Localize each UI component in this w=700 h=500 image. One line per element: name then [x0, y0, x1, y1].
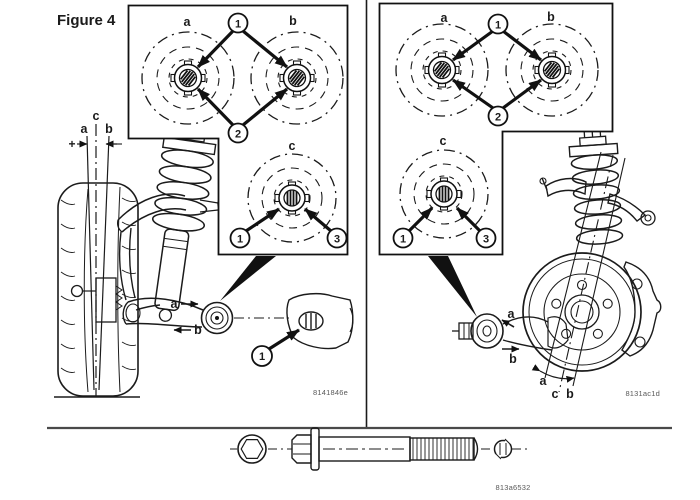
lug-hole	[561, 328, 572, 339]
callout-badge-1-c-left: 1	[229, 207, 280, 249]
cam-diagram-c-left: c 1 3	[229, 139, 348, 249]
retainer-nut	[493, 438, 513, 460]
callout-badge-2-left: 2	[196, 87, 289, 144]
lower-control-arm-left: a b	[122, 297, 289, 337]
part-code-bolt: 813a6532	[496, 483, 531, 492]
cam-inset-box-left: a b 1 2	[127, 4, 349, 256]
camber-lines-left: c a b +	[68, 109, 122, 397]
callout-badge-1-c-right: 1	[392, 206, 434, 249]
arm-label-b: b	[194, 323, 202, 337]
right-panel: a c b	[378, 2, 662, 401]
lug-hole	[551, 298, 562, 309]
inset-label-b: b	[289, 14, 297, 28]
camber-label-a: a	[81, 122, 89, 136]
svg-text:1: 1	[237, 234, 243, 246]
bolt-flange	[310, 427, 320, 471]
lug-hole	[602, 298, 613, 309]
svg-text:3: 3	[334, 234, 340, 246]
inset-pointer-wedge-right	[428, 256, 477, 317]
callout-badge-1-bracket: 1	[251, 328, 300, 367]
inset-pointer-wedge-left	[220, 256, 276, 301]
control-arm-bushing-left	[200, 301, 234, 335]
inset-label-a: a	[184, 15, 192, 29]
strut-assembly-right	[539, 128, 656, 245]
arm-label-a: a	[171, 297, 179, 311]
hex-washer	[237, 434, 267, 464]
svg-text:1: 1	[259, 351, 265, 363]
control-arm-bushing-right: a b	[452, 307, 569, 366]
bolt-threads	[409, 437, 475, 461]
svg-text:1: 1	[235, 19, 241, 31]
brake-caliper	[621, 261, 662, 357]
caster-label-c: c	[552, 387, 559, 401]
tire-front-view	[54, 182, 140, 398]
crossmember-bracket-left	[286, 292, 354, 350]
cam-bolt	[291, 427, 479, 471]
cv-boot	[115, 285, 123, 311]
brake-rotor	[522, 252, 662, 372]
callout-badge-2-right: 2	[452, 78, 542, 127]
inset-label-a-right: a	[441, 11, 449, 25]
inset-label-c-right: c	[440, 134, 447, 148]
camber-plus-sign: +	[68, 137, 75, 151]
bushing-label-a: a	[508, 307, 516, 321]
bolt-section: 813a6532	[230, 427, 531, 492]
part-code-right: 8131ac1d	[625, 389, 660, 398]
bushing-label-b: b	[509, 352, 517, 366]
bolt-tip	[473, 437, 479, 461]
inset-label-c: c	[289, 139, 296, 153]
part-code-left: 8141846e	[313, 388, 348, 397]
cam-diagram-c-right: c 1 3	[392, 134, 497, 249]
bolt-hex-head	[291, 434, 312, 464]
svg-text:3: 3	[483, 234, 489, 246]
svg-text:1: 1	[400, 234, 406, 246]
callout-badge-3-right: 3	[455, 206, 497, 249]
hub-block	[95, 277, 117, 323]
camber-label-c: c	[93, 109, 100, 123]
upper-control-arm-right	[539, 177, 656, 226]
left-panel: c a b +	[54, 4, 354, 398]
inset-label-b-right: b	[547, 10, 555, 24]
lug-hole	[592, 328, 603, 339]
callout-badge-3-left: 3	[303, 207, 348, 249]
hub-bolt	[70, 284, 84, 298]
cam-diagram-a-left: a	[141, 15, 235, 125]
coil-spring-left	[151, 149, 214, 232]
svg-text:2: 2	[235, 129, 241, 141]
figure-title: Figure 4	[57, 12, 116, 29]
svg-text:2: 2	[495, 112, 501, 124]
svg-text:1: 1	[495, 20, 501, 32]
cam-diagram-b-right: b	[505, 10, 599, 117]
caster-label-b: b	[566, 387, 574, 401]
lug-hole	[576, 279, 588, 291]
cam-inset-box-right: a b 1 2	[378, 2, 614, 256]
camber-label-b: b	[105, 122, 113, 136]
callout-badge-1-left: 1	[196, 12, 289, 69]
caster-label-a: a	[540, 374, 548, 388]
callout-badge-1-right: 1	[452, 13, 542, 62]
cam-diagram-b-left: b	[250, 14, 344, 125]
cam-diagram-a-right: a	[395, 11, 489, 117]
